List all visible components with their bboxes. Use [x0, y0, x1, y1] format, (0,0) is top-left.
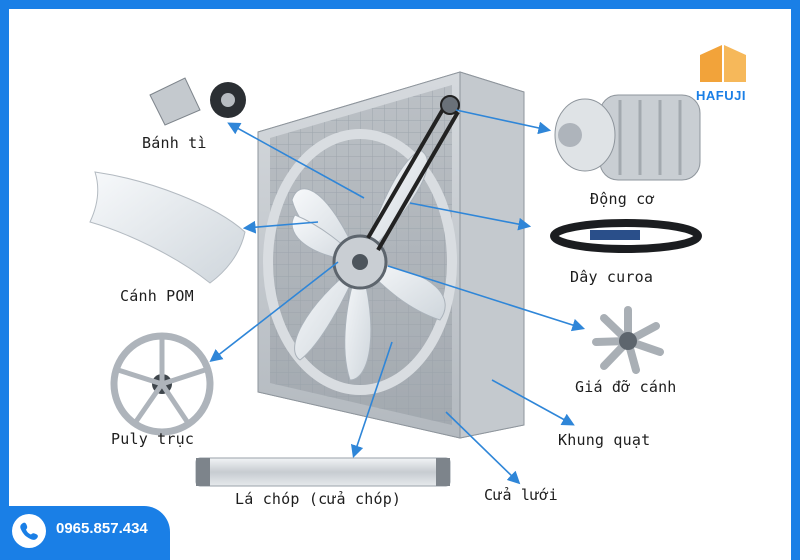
label-banh-ti: Bánh tì	[142, 134, 207, 152]
label-dong-co: Động cơ	[590, 190, 655, 208]
phone-icon	[12, 514, 46, 548]
hafuji-logo-icon	[700, 45, 746, 82]
label-puly-truc: Puly trục	[111, 430, 195, 448]
label-cua-luoi: Cửa lưới	[484, 486, 558, 504]
label-day-curoa: Dây curoa	[570, 268, 654, 286]
blade-support-part	[592, 306, 664, 374]
label-gia-do-canh: Giá đỡ cánh	[575, 378, 677, 396]
belt-part	[550, 219, 702, 253]
fan-frame	[257, 71, 525, 439]
pom-blade-part	[89, 171, 246, 284]
brand-logo-text: HAFUJI	[696, 88, 746, 103]
label-canh-pom: Cánh POM	[120, 287, 194, 305]
louver-blade-part	[195, 457, 451, 487]
label-la-chop: Lá chóp (cửa chóp)	[235, 490, 402, 508]
tensioner-wheel-part	[149, 77, 246, 126]
phone-number[interactable]: 0965.857.434	[56, 520, 148, 537]
callout-arrows	[209, 109, 586, 485]
motor-part	[554, 94, 701, 181]
shaft-pulley-part	[110, 332, 214, 436]
label-khung-quat: Khung quạt	[558, 431, 651, 449]
